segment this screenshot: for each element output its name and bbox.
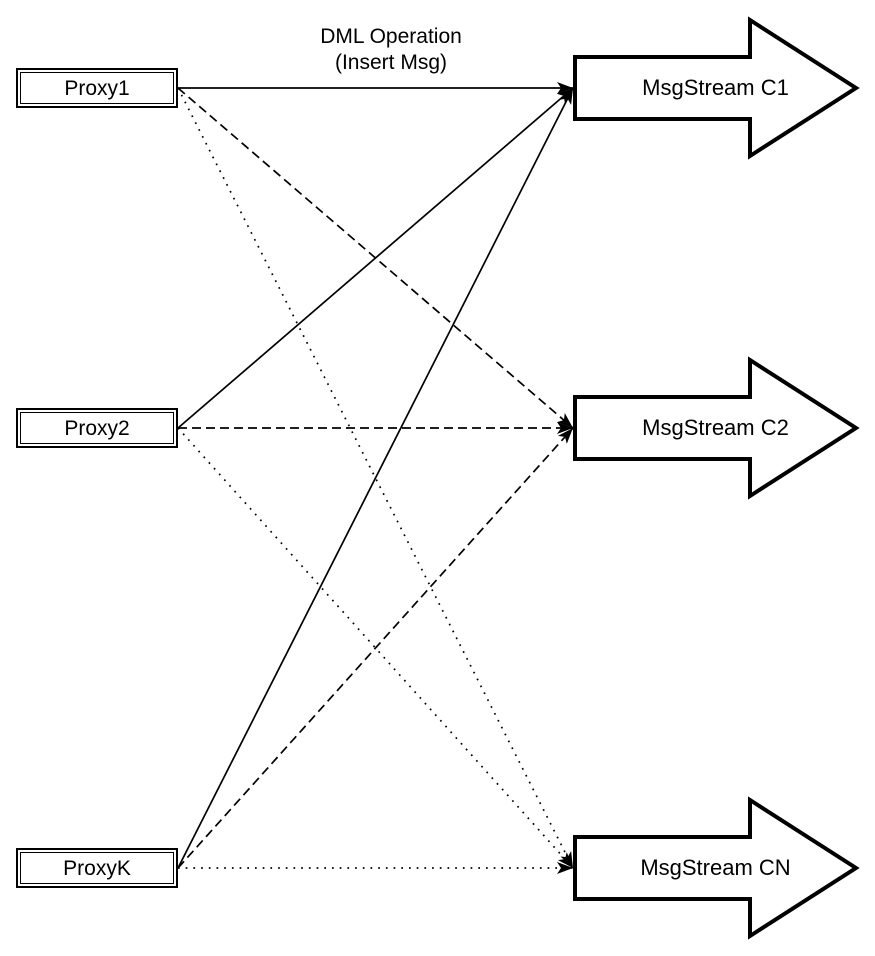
node-proxy1-label: Proxy1 — [64, 76, 130, 100]
edge-proxyk-to-c1 — [177, 87, 574, 869]
edges-group — [177, 82, 574, 874]
stream-shapes-group — [573, 16, 860, 940]
edge-label-line2: (Insert Msg) — [334, 51, 447, 74]
node-proxy2: Proxy2 — [16, 408, 178, 448]
node-proxyk-label: ProxyK — [63, 856, 131, 880]
node-proxy1: Proxy1 — [16, 68, 178, 108]
node-proxy2-frame: Proxy2 — [20, 412, 174, 444]
node-msgstream-cn-label: MsgStream CN — [640, 855, 791, 880]
node-proxy1-frame: Proxy1 — [20, 72, 174, 104]
node-msgstream-c1-label: MsgStream C1 — [642, 75, 789, 100]
edge-label-dml-operation: DML Operation (Insert Msg) — [241, 24, 541, 76]
msgstream-cn-arrow-shape — [573, 796, 860, 940]
node-proxyk-frame: ProxyK — [20, 852, 174, 884]
msgstream-c1-arrow-shape — [573, 16, 860, 160]
edge-label-line1: DML Operation — [320, 25, 462, 48]
edge-proxy2-to-c1 — [177, 87, 574, 429]
node-proxyk: ProxyK — [16, 848, 178, 888]
msgstream-c2-arrow-shape — [573, 356, 860, 500]
node-proxy2-label: Proxy2 — [64, 416, 130, 440]
node-msgstream-c2-label: MsgStream C2 — [642, 415, 789, 440]
edge-proxyk-to-c2 — [177, 427, 574, 869]
